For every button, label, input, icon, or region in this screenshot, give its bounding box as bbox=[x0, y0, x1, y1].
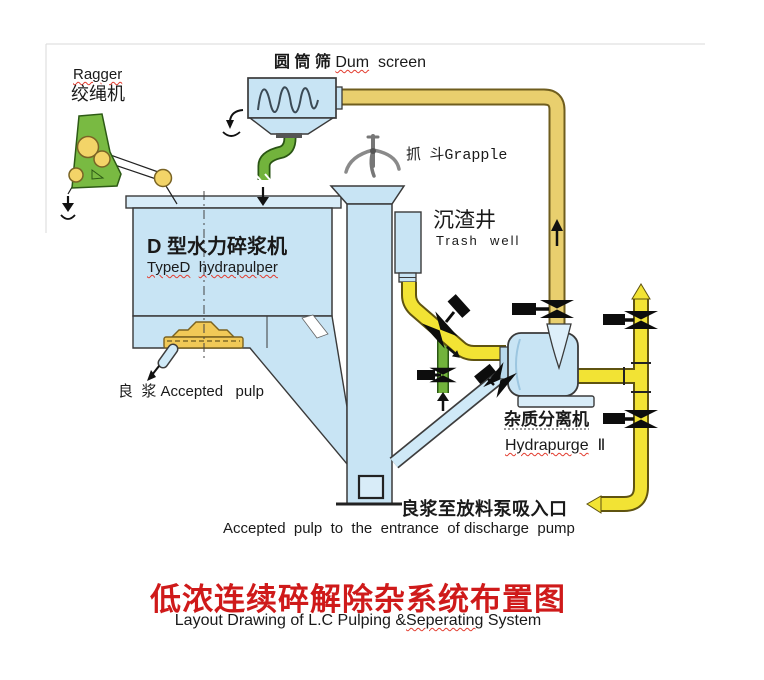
hydrapurge-separator bbox=[499, 323, 595, 408]
flow-arrow-dilution-up bbox=[437, 392, 449, 411]
discharge-outlet-box bbox=[357, 474, 385, 500]
trash-well-side-box bbox=[394, 211, 422, 274]
pipe-rejects-green bbox=[256, 137, 297, 184]
pipe-tip-up bbox=[631, 283, 651, 300]
label-separator-zh: 杂质分离机 bbox=[504, 410, 589, 429]
diagram-title-en: Layout Drawing of L.C Pulping &Seperatin… bbox=[174, 612, 542, 629]
label-trash-well-zh: 沉渣井 bbox=[433, 209, 496, 232]
drum-outlet-flange bbox=[276, 133, 302, 138]
pulley bbox=[68, 167, 84, 183]
pulley bbox=[93, 150, 111, 168]
flow-arrow-riser-up bbox=[551, 219, 563, 246]
label-grapple: 抓 斗Grapple bbox=[406, 146, 508, 164]
flow-arrow-rejects-down bbox=[257, 187, 269, 206]
flow-arrow-trashwell-pipe bbox=[446, 345, 460, 358]
pulley bbox=[153, 168, 173, 188]
label-separator-en: Hydrapurge Ⅱ bbox=[505, 437, 606, 454]
accepted-pulp-outlet bbox=[147, 343, 179, 381]
trash-well-column bbox=[329, 185, 422, 505]
pulley bbox=[76, 135, 100, 159]
label-ragger-zh: 绞绳机 bbox=[71, 84, 125, 104]
screen-wave-symbol bbox=[257, 86, 319, 114]
valve-accepted-pulp-icon bbox=[474, 362, 517, 398]
drop-marker-feed bbox=[222, 109, 244, 137]
label-hydrapulper-en: TypeD hydrapulper bbox=[147, 259, 278, 276]
diagram-title-zh: 低浓连续碎解除杂系统布置图 bbox=[150, 582, 566, 617]
valve-dilution-icon bbox=[417, 367, 457, 383]
pipe-trashwell-to-separator bbox=[401, 282, 506, 361]
label-hydrapulper-zh: D 型水力碎浆机 bbox=[147, 236, 287, 258]
hydrapulper-tank bbox=[125, 191, 348, 466]
pipe-separator-outlet bbox=[578, 283, 651, 514]
valve-main-riser-icon bbox=[512, 300, 574, 318]
frame-border-lines bbox=[45, 43, 705, 233]
drum-screen bbox=[222, 77, 343, 206]
pipe-drumscreen-to-separator bbox=[338, 88, 566, 330]
label-drum-screen: 圆 筒 筛 Dum screen bbox=[274, 54, 427, 71]
valve-trashwell-pipe-icon bbox=[421, 294, 471, 349]
pipe-tip-left bbox=[586, 495, 602, 514]
valve-outlet-riser-bottom-icon bbox=[603, 410, 658, 428]
label-accepted-pulp: 良 浆 Accepted pulp bbox=[118, 383, 264, 400]
grapple-icon bbox=[344, 134, 401, 178]
label-discharge-zh: 良浆至放料泵吸入口 bbox=[401, 499, 568, 519]
separator-inlet-cone bbox=[546, 323, 572, 371]
valve-outlet-riser-top-icon bbox=[603, 311, 658, 329]
flow-arrow-accepted-pulp bbox=[147, 370, 156, 381]
drop-marker-ragger bbox=[60, 196, 76, 220]
label-trash-well-en: Trash well bbox=[436, 233, 521, 248]
label-discharge-en: Accepted pulp to the entrance of dischar… bbox=[223, 520, 575, 537]
separator-base bbox=[517, 395, 595, 408]
ragger-machine bbox=[60, 113, 178, 220]
label-ragger-en: Ragger bbox=[73, 66, 123, 83]
